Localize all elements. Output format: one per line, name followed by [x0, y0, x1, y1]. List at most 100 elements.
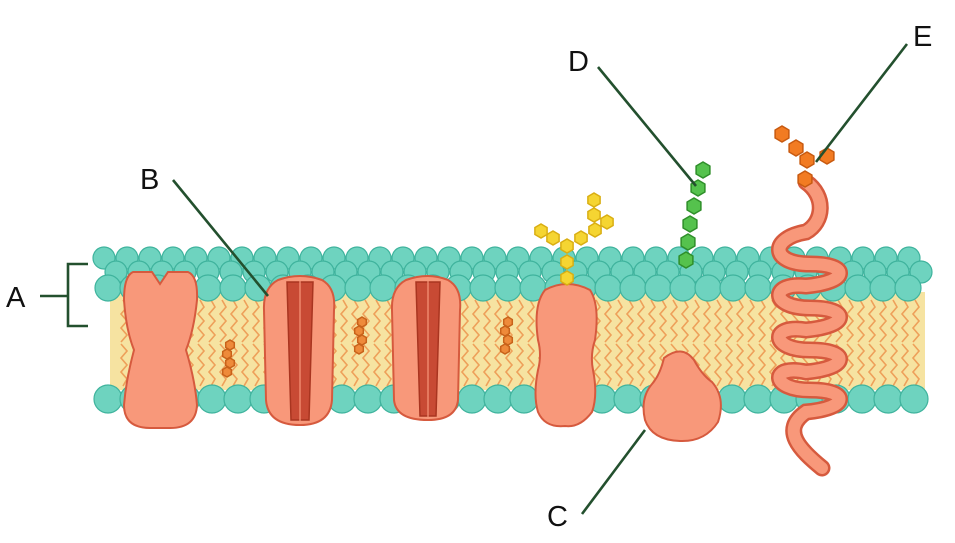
phospholipid-head: [743, 384, 773, 414]
lipid-tail: [240, 299, 250, 343]
lipid-tail: [328, 299, 338, 343]
lipid-tail: [482, 343, 492, 387]
phospholipid-head: [899, 384, 929, 414]
label-b: B: [140, 164, 159, 196]
lipid-tail: [867, 299, 877, 343]
lipid-tail: [196, 299, 206, 343]
glycoprotein-sugar: [587, 192, 601, 208]
lipid-tail: [526, 343, 536, 387]
lipid-tail: [372, 299, 382, 343]
lipid-tail: [515, 343, 525, 387]
lipid-tail: [669, 299, 679, 343]
lipid-tail: [361, 299, 371, 343]
lipid-tail: [372, 343, 382, 387]
phospholipid-head: [483, 384, 513, 414]
lipid-tail: [515, 299, 525, 343]
helix-sugar: [774, 125, 790, 143]
lipid-tail: [658, 299, 668, 343]
lipid-tail: [339, 299, 349, 343]
helix-sugar: [799, 151, 815, 169]
phospholipid-head: [744, 274, 772, 302]
lipid-tail: [911, 299, 921, 343]
phospholipid-head: [869, 274, 897, 302]
label-c: C: [547, 501, 568, 533]
phospholipid-head: [613, 384, 643, 414]
phospholipid-head: [93, 384, 123, 414]
lipid-tail: [845, 299, 855, 343]
lipid-tail: [680, 299, 690, 343]
lipid-tail: [746, 343, 756, 387]
phospholipid-head: [344, 274, 372, 302]
cholesterol-molecules: [221, 316, 514, 378]
helix-body: [773, 176, 846, 474]
phospholipid-head: [717, 384, 747, 414]
lipid-tail: [603, 299, 613, 343]
lipid-tail: [614, 299, 624, 343]
peripheral-protein-c: [642, 350, 722, 443]
phospholipid-head: [619, 274, 647, 302]
lipid-tail: [229, 299, 239, 343]
glycoprotein-sugar: [534, 223, 548, 239]
lipid-tail: [911, 343, 921, 387]
helical-transmembrane-protein: [771, 173, 848, 477]
lipid-tail: [713, 343, 723, 387]
phospholipid-head: [353, 384, 383, 414]
phospholipid-head: [223, 384, 253, 414]
lipid-tail: [361, 343, 371, 387]
lipid-tail: [504, 343, 514, 387]
lipid-tail: [471, 343, 481, 387]
glycolipid-sugar: [686, 197, 702, 215]
lipid-tail: [889, 343, 899, 387]
lipid-tail: [625, 299, 635, 343]
phospholipid-head: [509, 384, 539, 414]
lipid-tail: [878, 299, 888, 343]
lipid-tail: [856, 343, 866, 387]
lipid-tail: [867, 343, 877, 387]
lipid-tail: [702, 343, 712, 387]
phospholipid-head: [894, 274, 922, 302]
phospholipid-head: [644, 274, 672, 302]
lipid-tail: [383, 343, 393, 387]
phospholipid-head: [194, 274, 222, 302]
glycoprotein-sugar: [560, 254, 574, 270]
lipid-tail: [900, 299, 910, 343]
phospholipid-head: [219, 274, 247, 302]
channel-protein-b: [262, 275, 336, 427]
channel-protein-2: [390, 275, 462, 422]
glycolipid-sugar: [680, 233, 696, 251]
glycoprotein-sugar: [560, 238, 574, 254]
leader-line-b: [171, 179, 270, 297]
phospholipid-head: [844, 274, 872, 302]
lipid-tail: [339, 343, 349, 387]
leader-line-d: [596, 66, 698, 187]
lipid-tail: [603, 343, 613, 387]
lipid-tail: [691, 299, 701, 343]
lipid-tail: [724, 299, 734, 343]
cholesterol-ring: [499, 343, 511, 355]
leader-line-c: [580, 429, 647, 515]
leader-line-e: [814, 43, 909, 163]
label-a: A: [6, 282, 26, 314]
glycolipid-sugar-chain: [678, 161, 711, 269]
glycoprotein-sugar: [574, 230, 588, 246]
lipid-tail: [845, 343, 855, 387]
cholesterol-ring: [353, 343, 365, 355]
label-d: D: [568, 46, 589, 78]
lipid-tail: [240, 343, 250, 387]
phospholipid-head: [197, 384, 227, 414]
lipid-tail: [614, 343, 624, 387]
phospholipid-head: [494, 274, 522, 302]
lipid-tail: [471, 299, 481, 343]
lipid-tail: [900, 343, 910, 387]
phospholipid-head: [669, 274, 697, 302]
phospholipid-head: [457, 384, 487, 414]
lipid-tail: [493, 299, 503, 343]
lipid-tail: [757, 343, 767, 387]
lipid-tail: [592, 343, 602, 387]
bracket-a: [40, 262, 88, 328]
lipid-tail: [713, 299, 723, 343]
glycoprotein-sugar: [587, 207, 601, 223]
phospholipid-head: [873, 384, 903, 414]
helical-protein-sugar-chain: [774, 125, 835, 188]
lipid-tail: [229, 343, 239, 387]
